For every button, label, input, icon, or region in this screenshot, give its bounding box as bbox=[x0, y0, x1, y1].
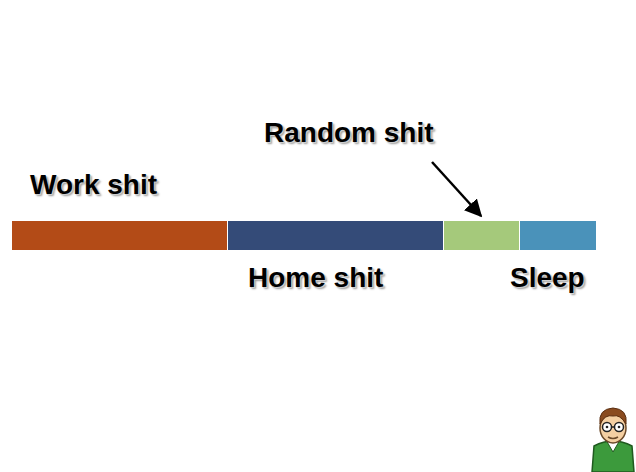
leader-arrow bbox=[432, 162, 481, 216]
time-band: Home shit bbox=[228, 221, 444, 250]
time-band: Random shit bbox=[444, 221, 520, 250]
time-band: Work shit bbox=[12, 221, 228, 250]
time-band: Sleep bbox=[520, 221, 596, 250]
band-label: Work shit bbox=[30, 171, 157, 199]
band-label: Sleep bbox=[510, 264, 585, 292]
band-label: Random shit bbox=[264, 119, 434, 147]
band-label: Home shit bbox=[248, 264, 383, 292]
cartoon-man bbox=[592, 408, 634, 472]
